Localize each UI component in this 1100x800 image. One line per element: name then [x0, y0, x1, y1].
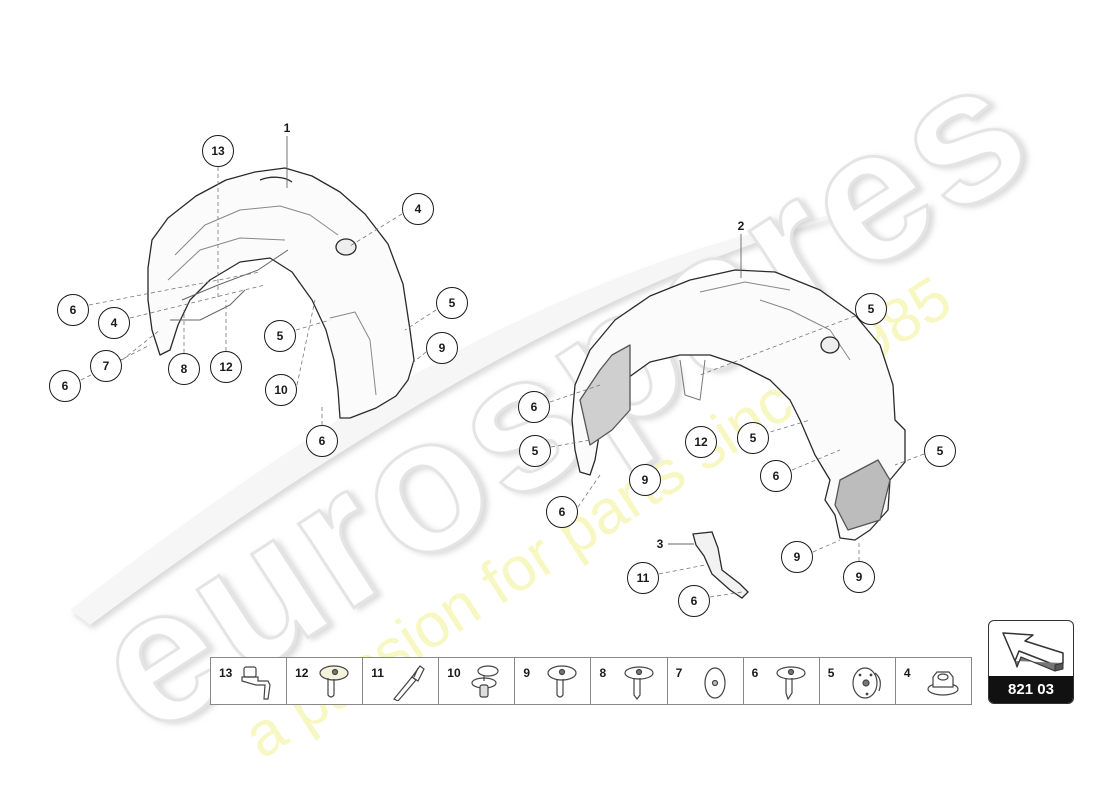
callout[interactable]: 4 [98, 307, 130, 339]
legend-number: 9 [523, 666, 531, 680]
callout[interactable]: 5 [855, 293, 887, 325]
legend-item-7[interactable]: 7 [668, 658, 744, 704]
callout[interactable]: 11 [627, 562, 659, 594]
flat-head-screw-icon [776, 666, 806, 701]
legend-item-9[interactable]: 9 [515, 658, 592, 704]
flange-nut-icon [927, 671, 959, 696]
right-liner-drawing [571, 269, 906, 541]
part-label-3[interactable]: 3 [656, 537, 664, 551]
callout[interactable]: 6 [760, 460, 792, 492]
bracket-drawing [692, 531, 749, 599]
callout[interactable]: 6 [518, 391, 550, 423]
legend-number: 4 [903, 666, 911, 680]
legend-number: 7 [675, 666, 683, 680]
legend-number: 12 [295, 666, 309, 680]
callout[interactable]: 12 [210, 351, 242, 383]
legend-item-4[interactable]: 4 [896, 658, 971, 704]
callout[interactable]: 6 [49, 370, 81, 402]
legend-item-11[interactable]: 11 [363, 658, 440, 704]
callout[interactable]: 6 [678, 585, 710, 617]
part-label-1[interactable]: 1 [283, 121, 291, 135]
view-badge[interactable]: 821 03 [988, 620, 1074, 704]
legend-item-5[interactable]: 5 [820, 658, 896, 704]
callout[interactable]: 4 [402, 193, 434, 225]
callout[interactable]: 6 [546, 496, 578, 528]
callout[interactable]: 9 [843, 561, 875, 593]
legend-number: 6 [751, 666, 759, 680]
legend-number: 8 [599, 666, 607, 680]
washer-icon [704, 667, 726, 699]
flat-head-screw-icon [547, 665, 578, 698]
callout[interactable]: 6 [57, 294, 89, 326]
legend-number: 13 [219, 666, 233, 680]
callout[interactable]: 5 [436, 287, 468, 319]
double-head-clip-icon [471, 665, 499, 698]
callout[interactable]: 9 [426, 332, 458, 364]
callout[interactable]: 8 [168, 353, 200, 385]
legend-number: 10 [447, 666, 461, 680]
expanding-rivet-icon [319, 665, 349, 698]
callout[interactable]: 9 [781, 541, 813, 573]
speed-nut-icon [852, 667, 881, 699]
legend-item-6[interactable]: 6 [744, 658, 820, 704]
callout[interactable]: 5 [737, 422, 769, 454]
legend-item-13[interactable]: 13 [211, 658, 288, 704]
flat-head-screw-icon [623, 666, 654, 700]
dashed-leaders [80, 167, 925, 598]
leader-lines [286, 136, 742, 545]
left-liner-drawing [147, 167, 415, 419]
callout[interactable]: 5 [264, 320, 296, 352]
diagram-code: 821 03 [989, 676, 1073, 703]
view-direction-arrow-icon [1002, 632, 1064, 672]
clip-bracket-icon [241, 666, 271, 700]
callout[interactable]: 6 [306, 425, 338, 457]
legend-item-10[interactable]: 10 [439, 658, 516, 704]
callout[interactable]: 10 [265, 374, 297, 406]
push-pin-rivet-icon [393, 665, 426, 701]
legend-number: 11 [371, 666, 384, 680]
legend-item-8[interactable]: 8 [591, 658, 668, 704]
legend-number: 5 [827, 666, 835, 680]
callout[interactable]: 13 [202, 135, 234, 167]
callout[interactable]: 9 [629, 464, 661, 496]
callout[interactable]: 7 [90, 350, 122, 382]
callout[interactable]: 12 [685, 426, 717, 458]
callout[interactable]: 5 [519, 435, 551, 467]
callout[interactable]: 5 [924, 435, 956, 467]
fastener-legend: 13 12 11 10 9 8 7 [210, 657, 972, 705]
legend-item-12[interactable]: 12 [287, 658, 364, 704]
part-label-2[interactable]: 2 [737, 219, 745, 233]
